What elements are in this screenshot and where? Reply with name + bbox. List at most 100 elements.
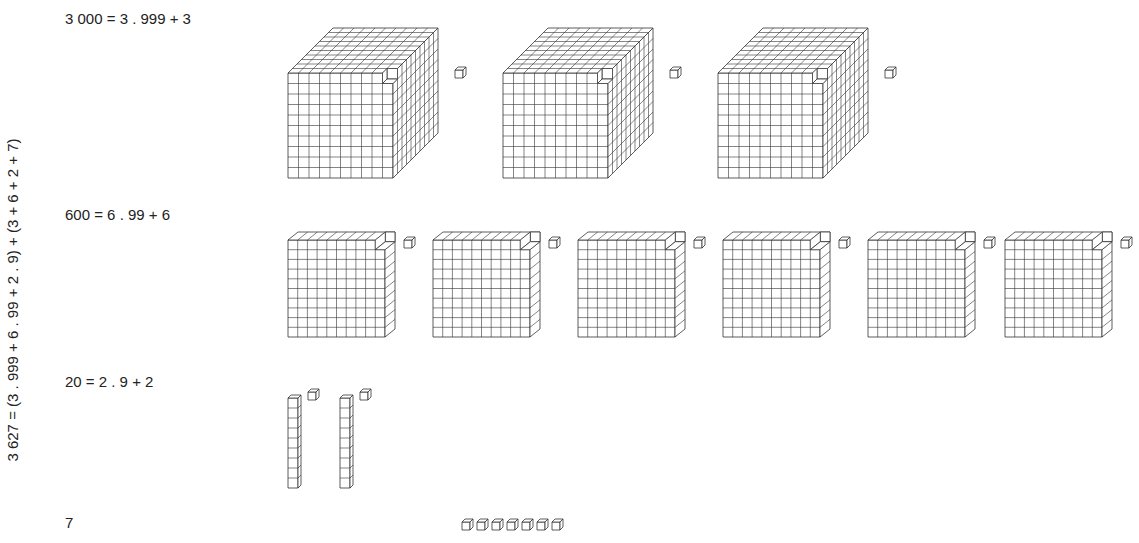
block-face xyxy=(288,398,298,488)
grid-line xyxy=(745,46,850,47)
grid-line xyxy=(433,298,530,299)
grid-line xyxy=(946,232,956,240)
grid-line xyxy=(863,33,864,138)
block-face xyxy=(560,519,563,530)
grid-line xyxy=(588,232,598,240)
grid-line xyxy=(1015,232,1025,240)
grid-line xyxy=(936,232,946,240)
grid-line xyxy=(723,68,828,69)
block-face xyxy=(360,392,368,400)
block-face xyxy=(500,519,503,530)
grid-line xyxy=(718,157,823,158)
grid-line xyxy=(288,428,298,429)
block-face xyxy=(868,240,965,337)
grid-line xyxy=(350,435,353,438)
base-ten-block xyxy=(723,232,830,337)
base-ten-block xyxy=(477,519,488,530)
grid-line xyxy=(675,251,685,259)
block-face xyxy=(718,73,823,178)
grid-line xyxy=(1102,300,1112,308)
block-face xyxy=(485,519,488,530)
grid-line xyxy=(340,468,350,469)
grid-line xyxy=(288,408,298,409)
notch-mask xyxy=(810,232,830,250)
block-face xyxy=(316,389,319,400)
grid-line xyxy=(350,475,353,478)
grid-line xyxy=(452,232,462,240)
grid-line xyxy=(1005,317,1102,318)
place-value-equation: 600 = 6 . 99 + 6 xyxy=(65,206,170,224)
base-ten-block xyxy=(340,395,353,488)
notch-mask xyxy=(375,232,395,250)
grid-line xyxy=(718,115,823,116)
block-face xyxy=(817,69,828,80)
grid-line xyxy=(732,59,837,60)
grid-line xyxy=(646,232,656,240)
block-face xyxy=(412,237,415,248)
grid-line xyxy=(675,319,685,327)
grid-line xyxy=(675,261,685,269)
block-face xyxy=(385,232,395,242)
grid-line xyxy=(1102,261,1112,269)
grid-line xyxy=(868,278,965,279)
grid-line xyxy=(1063,232,1073,240)
block-face xyxy=(965,232,975,242)
grid-line xyxy=(675,310,685,318)
grid-line xyxy=(350,455,353,458)
block-face xyxy=(839,240,847,248)
block-face xyxy=(455,70,463,78)
block-face xyxy=(470,519,473,530)
grid-line xyxy=(327,232,337,240)
grid-line xyxy=(733,232,743,240)
grid-line xyxy=(1073,232,1083,240)
grid-line xyxy=(302,59,407,60)
block-face xyxy=(1005,240,1102,337)
base-ten-block xyxy=(288,232,395,337)
grid-line xyxy=(503,167,608,168)
grid-line xyxy=(298,435,301,438)
grid-line xyxy=(742,232,752,240)
grid-line xyxy=(298,425,301,428)
grid-line xyxy=(868,298,965,299)
grid-line xyxy=(718,83,823,84)
block-face xyxy=(1092,242,1112,250)
grid-line xyxy=(754,37,859,38)
block-face xyxy=(723,240,820,337)
grid-line xyxy=(307,232,317,240)
grid-line xyxy=(462,232,472,240)
grid-line xyxy=(288,83,393,84)
grid-line xyxy=(656,232,666,240)
block-face xyxy=(557,237,560,248)
grid-line xyxy=(288,157,393,158)
grid-line xyxy=(433,307,530,308)
grid-line xyxy=(530,310,540,318)
grid-line xyxy=(288,418,298,419)
base-ten-block xyxy=(694,237,705,248)
grid-line xyxy=(472,232,482,240)
grid-line xyxy=(298,465,301,468)
grid-line xyxy=(350,425,353,428)
grid-line xyxy=(718,104,823,105)
base-ten-block xyxy=(462,519,473,530)
grid-line xyxy=(612,69,613,174)
grid-line xyxy=(350,445,353,448)
grid-line xyxy=(406,60,407,165)
grid-line xyxy=(411,55,412,160)
block-face xyxy=(549,240,557,248)
block-face xyxy=(813,79,828,84)
grid-line xyxy=(433,327,530,328)
grid-line xyxy=(820,290,830,298)
grid-line xyxy=(288,94,393,95)
grid-line xyxy=(288,167,393,168)
grid-line xyxy=(723,269,820,270)
grid-line xyxy=(530,319,540,327)
grid-line xyxy=(288,298,385,299)
grid-line xyxy=(1102,281,1112,289)
block-face xyxy=(368,389,371,400)
base-ten-block xyxy=(308,389,319,400)
grid-line xyxy=(718,167,823,168)
grid-line xyxy=(385,300,395,308)
base-ten-block xyxy=(984,237,995,248)
grid-line xyxy=(791,232,801,240)
grid-line xyxy=(340,428,350,429)
